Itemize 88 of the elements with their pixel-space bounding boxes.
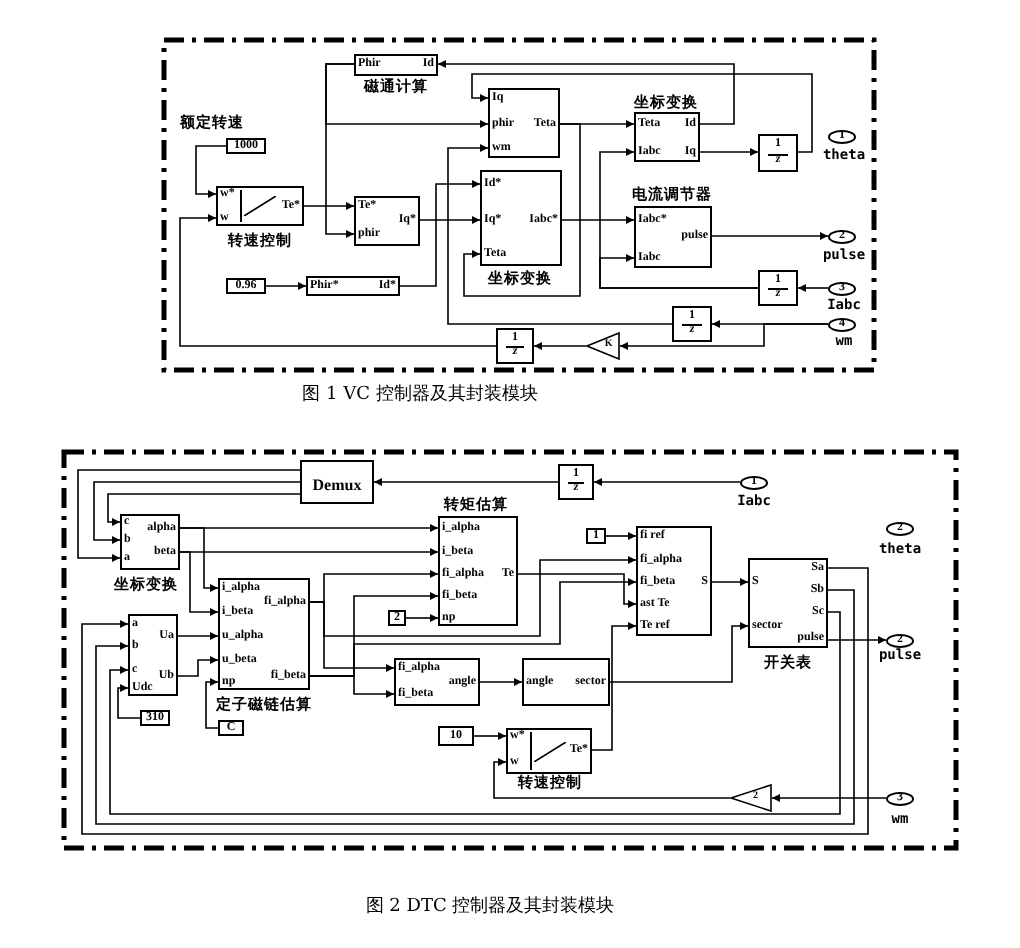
signal-arrow	[797, 284, 829, 292]
constant-block	[300, 460, 374, 504]
signal-arrow	[309, 578, 637, 677]
delay-block	[758, 134, 798, 172]
function-block	[506, 728, 592, 774]
port-oval	[740, 475, 768, 489]
signal-arrow	[373, 478, 559, 486]
constant-block	[218, 720, 244, 736]
signal-arrow	[593, 478, 741, 486]
signal-arrow	[437, 60, 735, 125]
signal-arrow	[711, 578, 749, 586]
signal-arrow	[605, 532, 637, 540]
signal-arrow	[533, 342, 587, 350]
signal-arrow	[447, 144, 673, 325]
signal-arrow	[473, 732, 507, 740]
signal-arrow	[463, 123, 581, 297]
signal-arrow	[179, 214, 497, 347]
port-oval	[828, 229, 856, 243]
constant-block	[140, 710, 170, 726]
signal-arrow	[195, 145, 227, 198]
function-block	[488, 88, 560, 158]
signal-arrow	[265, 282, 307, 290]
function-block	[634, 112, 700, 162]
signal-arrow	[95, 589, 855, 825]
signal-arrow	[325, 63, 489, 128]
port-oval	[828, 317, 856, 331]
function-block	[120, 514, 180, 570]
delay-block	[496, 328, 534, 364]
signal-arrow	[419, 216, 481, 224]
function-block	[634, 206, 712, 268]
function-block	[354, 54, 438, 76]
port-oval	[828, 281, 856, 295]
signal-arrow	[619, 323, 829, 350]
signal-arrow	[81, 567, 869, 835]
signal-arrow	[609, 622, 749, 683]
signal-arrow	[117, 684, 141, 719]
port-oval	[886, 633, 914, 647]
figure-caption: 图 2 DTC 控制器及其封装模块	[365, 899, 615, 917]
signal-arrow	[471, 73, 813, 153]
signal-arrow	[493, 758, 731, 799]
signal-arrow	[303, 202, 355, 210]
function-block	[522, 658, 610, 706]
constant-block	[586, 528, 606, 544]
constant-block	[226, 278, 266, 294]
constant-block	[388, 610, 406, 626]
signal-arrow	[591, 622, 637, 751]
signal-arrow	[179, 527, 219, 592]
constant-block	[226, 138, 266, 154]
signal-arrow	[599, 148, 759, 289]
signal-arrow	[309, 556, 637, 637]
signal-arrow	[179, 551, 219, 616]
signal-arrow	[771, 794, 887, 802]
gain-block	[730, 784, 772, 812]
signal-arrow	[399, 180, 481, 287]
port-oval	[828, 129, 856, 143]
signal-arrow	[827, 636, 887, 644]
signal-arrow	[479, 678, 523, 686]
function-block	[480, 170, 562, 266]
delay-block	[758, 270, 798, 306]
signal-arrow	[517, 573, 637, 608]
signal-arrow	[405, 614, 439, 622]
signal-arrow	[711, 232, 829, 240]
function-block	[394, 658, 480, 706]
function-block	[306, 276, 400, 296]
delay-block	[672, 306, 712, 342]
signal-arrow	[93, 481, 301, 544]
figure-caption: 图 1 VC 控制器及其封装模块	[302, 387, 538, 405]
function-block	[354, 196, 420, 246]
port-oval	[886, 791, 914, 805]
function-block	[748, 558, 828, 648]
signal-arrow	[109, 611, 841, 815]
delay-block	[558, 464, 594, 500]
signal-arrow	[177, 632, 219, 640]
function-block	[636, 526, 712, 636]
function-block	[218, 578, 310, 690]
gain-block	[586, 332, 620, 360]
signal-arrow	[77, 469, 301, 562]
signal-arrow	[107, 493, 301, 526]
function-block	[216, 186, 304, 226]
function-block	[128, 614, 178, 696]
signal-arrow	[177, 656, 219, 677]
port-oval	[886, 521, 914, 535]
constant-value: Demux	[310, 475, 364, 493]
signal-arrow	[205, 678, 219, 729]
signal-arrow	[561, 216, 635, 224]
constant-block	[438, 726, 474, 746]
signal-arrow	[699, 148, 759, 156]
function-block	[438, 516, 518, 626]
